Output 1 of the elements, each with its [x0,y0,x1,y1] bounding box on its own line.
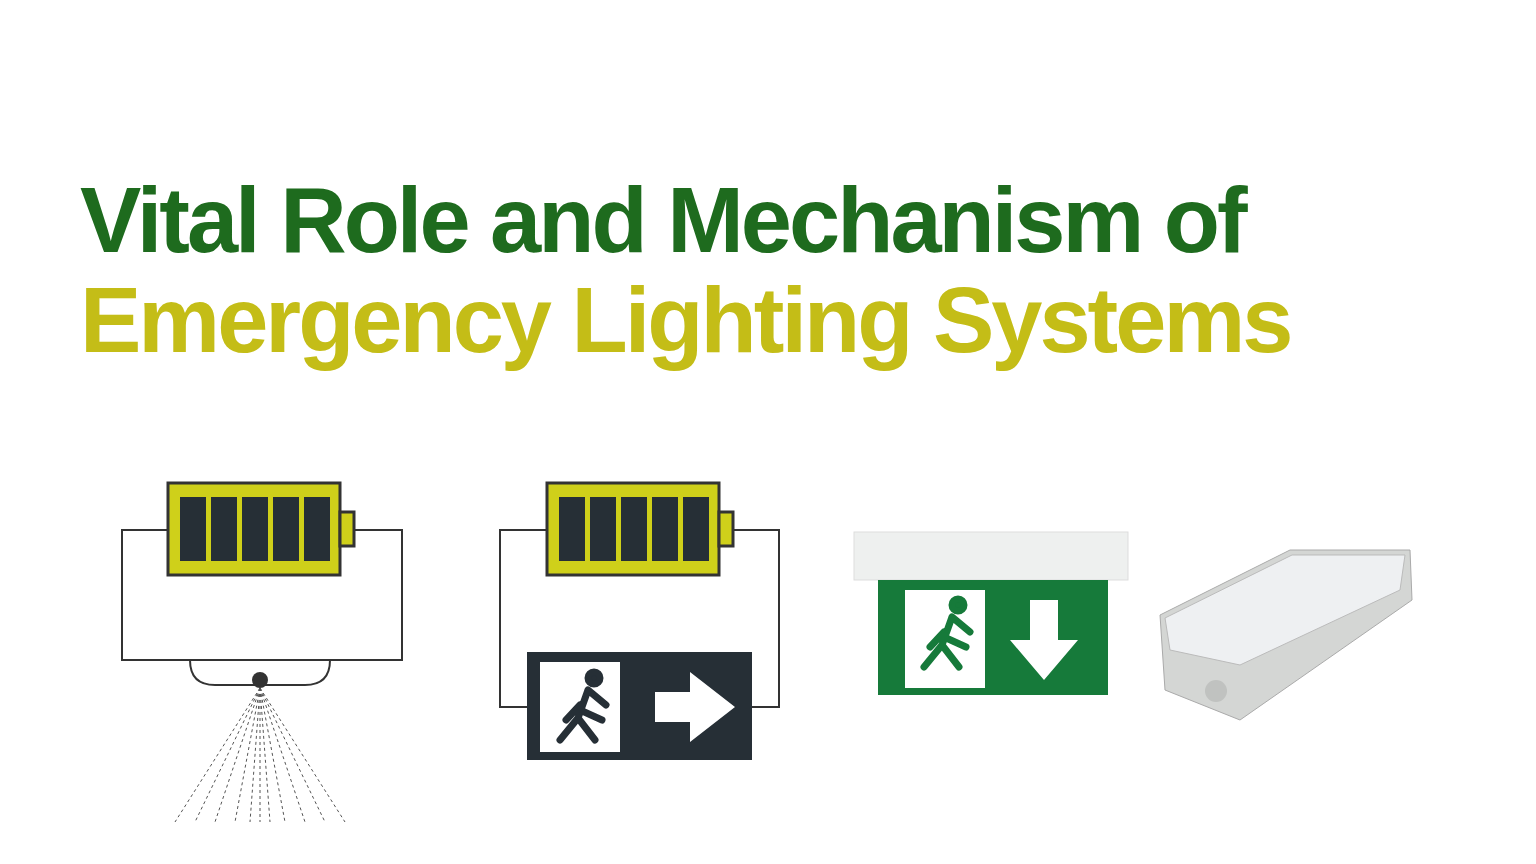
title: Vital Role and Mechanism of Emergency Lighting Systems [80,170,1292,370]
